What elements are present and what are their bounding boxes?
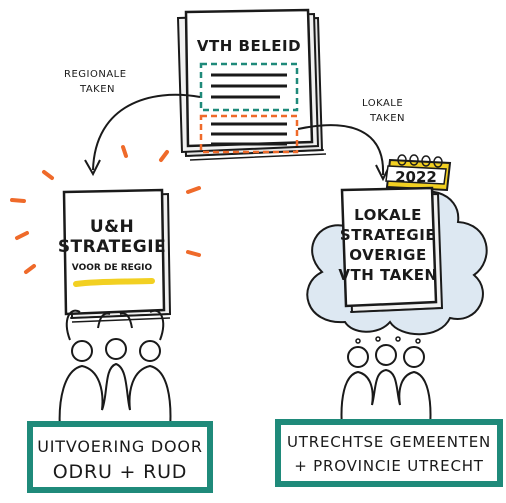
local-section-highlight — [199, 114, 299, 154]
local-strategy-title-line3: OVERIGE — [349, 246, 426, 264]
local-tasks-label-line2: TAKEN — [369, 113, 405, 124]
left-executor-box: UITVOERING DOOR ODRU + RUD — [27, 421, 213, 493]
arrow-to-regional-strategy — [92, 93, 201, 171]
regional-section-highlight — [199, 62, 299, 112]
local-strategy-title-line2: STRATEGIE — [340, 226, 436, 244]
highlight-burst-lines — [10, 145, 201, 274]
regional-strategy-title-line1: U&H — [90, 217, 134, 237]
local-strategy-title-line4: VTH TAKEN — [338, 266, 437, 284]
left-people-group — [58, 309, 172, 431]
yellow-underline — [73, 278, 155, 287]
regional-strategy-subtitle: VOOR DE REGIO — [72, 263, 153, 273]
calendar-year: 2022 — [395, 168, 437, 186]
arrow-to-local-strategy — [297, 124, 385, 176]
regional-strategy-document: U&H STRATEGIE VOOR DE REGIO — [58, 188, 172, 323]
regional-strategy-title-line2: STRATEGIE — [58, 237, 166, 257]
top-document: VTH BELEID — [176, 8, 327, 161]
regional-tasks-label-line1: REGIONALE — [64, 69, 127, 80]
regional-tasks-label-line2: TAKEN — [79, 84, 115, 95]
right-executor-line1: UTRECHTSE GEMEENTEN — [287, 433, 491, 451]
calendar-2022: 2022 — [385, 154, 452, 192]
top-document-title: VTH BELEID — [197, 37, 301, 55]
left-executor-line2: ODRU + RUD — [53, 461, 187, 483]
right-executor-box: UTRECHTSE GEMEENTEN + PROVINCIE UTRECHT — [275, 419, 503, 487]
local-strategy-document: LOKALE STRATEGIE OVERIGE VTH TAKEN — [338, 186, 444, 314]
right-people-group — [340, 344, 432, 429]
local-strategy-title-line1: LOKALE — [354, 206, 422, 224]
right-executor-line2: + PROVINCIE UTRECHT — [294, 457, 484, 475]
left-executor-line1: UITVOERING DOOR — [37, 437, 202, 456]
arrow-head-left — [84, 159, 101, 177]
thought-dots — [355, 336, 421, 344]
local-tasks-label-line1: LOKALE — [362, 98, 403, 109]
